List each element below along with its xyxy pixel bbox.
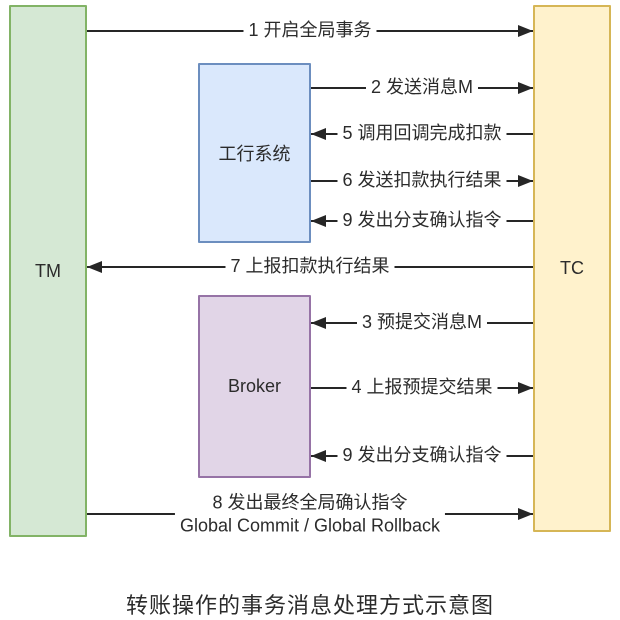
node-broker-label: Broker [227,376,281,396]
arrow-8-label-line1: 8 发出最终全局确认指令 [212,492,408,513]
arrowhead-left-icon [311,450,326,462]
node-broker: Broker [198,295,311,478]
node-tc-label: TC [560,258,584,278]
arrow-5-label: 5 调用回调完成扣款 [337,123,507,145]
arrow-8-label: 8 发出最终全局确认指令 Global Commit / Global Roll… [174,491,446,537]
arrow-9a-label: 9 发出分支确认指令 [337,210,507,232]
arrowhead-left-icon [311,128,326,140]
arrowhead-right-icon [518,82,533,94]
arrowhead-right-icon [518,382,533,394]
arrow-7-label: 7 上报扣款执行结果 [225,256,395,278]
arrow-4-label: 4 上报预提交结果 [346,377,498,399]
node-tc: TC [533,5,611,532]
arrow-6-label: 6 发送扣款执行结果 [337,170,507,192]
node-bank-system: 工行系统 [198,63,311,243]
arrowhead-right-icon [518,175,533,187]
arrowhead-left-icon [311,317,326,329]
arrowhead-right-icon [518,25,533,37]
arrow-9b-label: 9 发出分支确认指令 [337,445,507,467]
arrow-3-label: 3 预提交消息M [356,312,488,334]
arrowhead-left-icon [87,261,102,273]
arrowhead-left-icon [311,215,326,227]
node-tm: TM [9,5,87,537]
arrow-8-label-line2: Global Commit / Global Rollback [179,515,441,535]
node-bank-system-label: 工行系统 [218,144,291,164]
node-tm-label: TM [35,260,61,281]
arrow-1-label: 1 开启全局事务 [243,20,377,42]
diagram-caption: 转账操作的事务消息处理方式示意图 [125,593,494,618]
arrowhead-right-icon [518,508,533,520]
arrow-2-label: 2 发送消息M [365,77,479,99]
